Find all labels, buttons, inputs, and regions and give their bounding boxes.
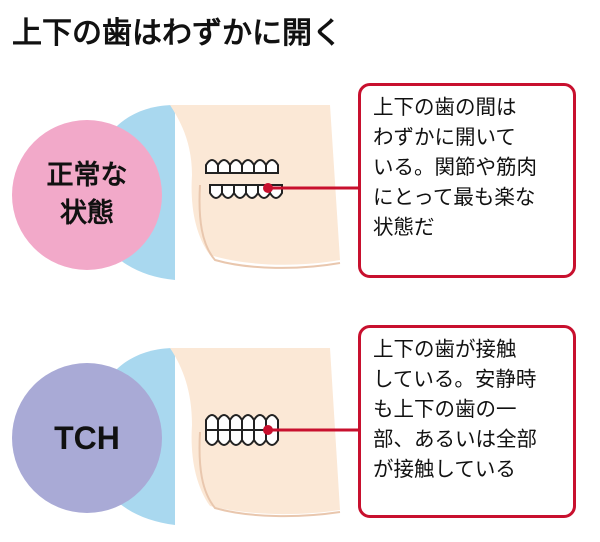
tch-panel: TCH 上下の歯が接触 している。安静時 も上下の歯の一 部、あるいは全部 が接… bbox=[0, 320, 600, 530]
lower-teeth bbox=[209, 184, 283, 199]
upper-teeth bbox=[205, 159, 279, 174]
tch-badge: TCH bbox=[12, 363, 162, 513]
lower-teeth bbox=[205, 429, 279, 446]
jaw-line bbox=[198, 431, 341, 518]
tch-callout: 上下の歯が接触 している。安静時 も上下の歯の一 部、あるいは全部 が接触してい… bbox=[358, 325, 576, 518]
normal-state-callout: 上下の歯の間は わずかに開いて いる。関節や筋肉 にとって最も楽な 状態だ bbox=[358, 83, 576, 278]
normal-state-panel: 正常な 状態 上下の歯の間は わずかに開いて いる。関節や筋肉 にとって最も楽な… bbox=[0, 75, 600, 285]
pointer-dot bbox=[263, 183, 273, 193]
jaw-line bbox=[198, 184, 341, 269]
page-title: 上下の歯はわずかに開く bbox=[12, 16, 342, 51]
normal-state-badge: 正常な 状態 bbox=[12, 120, 162, 270]
pointer-dot bbox=[263, 425, 273, 435]
upper-teeth bbox=[205, 414, 279, 431]
